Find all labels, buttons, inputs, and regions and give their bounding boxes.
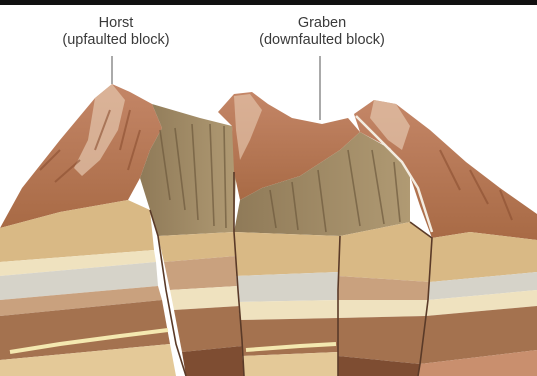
horst-description: (upfaulted block) [36,32,196,49]
middle-block-strata [234,232,340,376]
graben-name: Graben [232,15,412,32]
graben-description: (downfaulted block) [232,32,412,49]
graben-label: Graben (downfaulted block) [232,15,412,49]
horst-label: Horst (upfaulted block) [36,15,196,49]
graben-right-strata [338,222,432,376]
left-horst-block [0,84,176,376]
horst-name: Horst [36,15,196,32]
